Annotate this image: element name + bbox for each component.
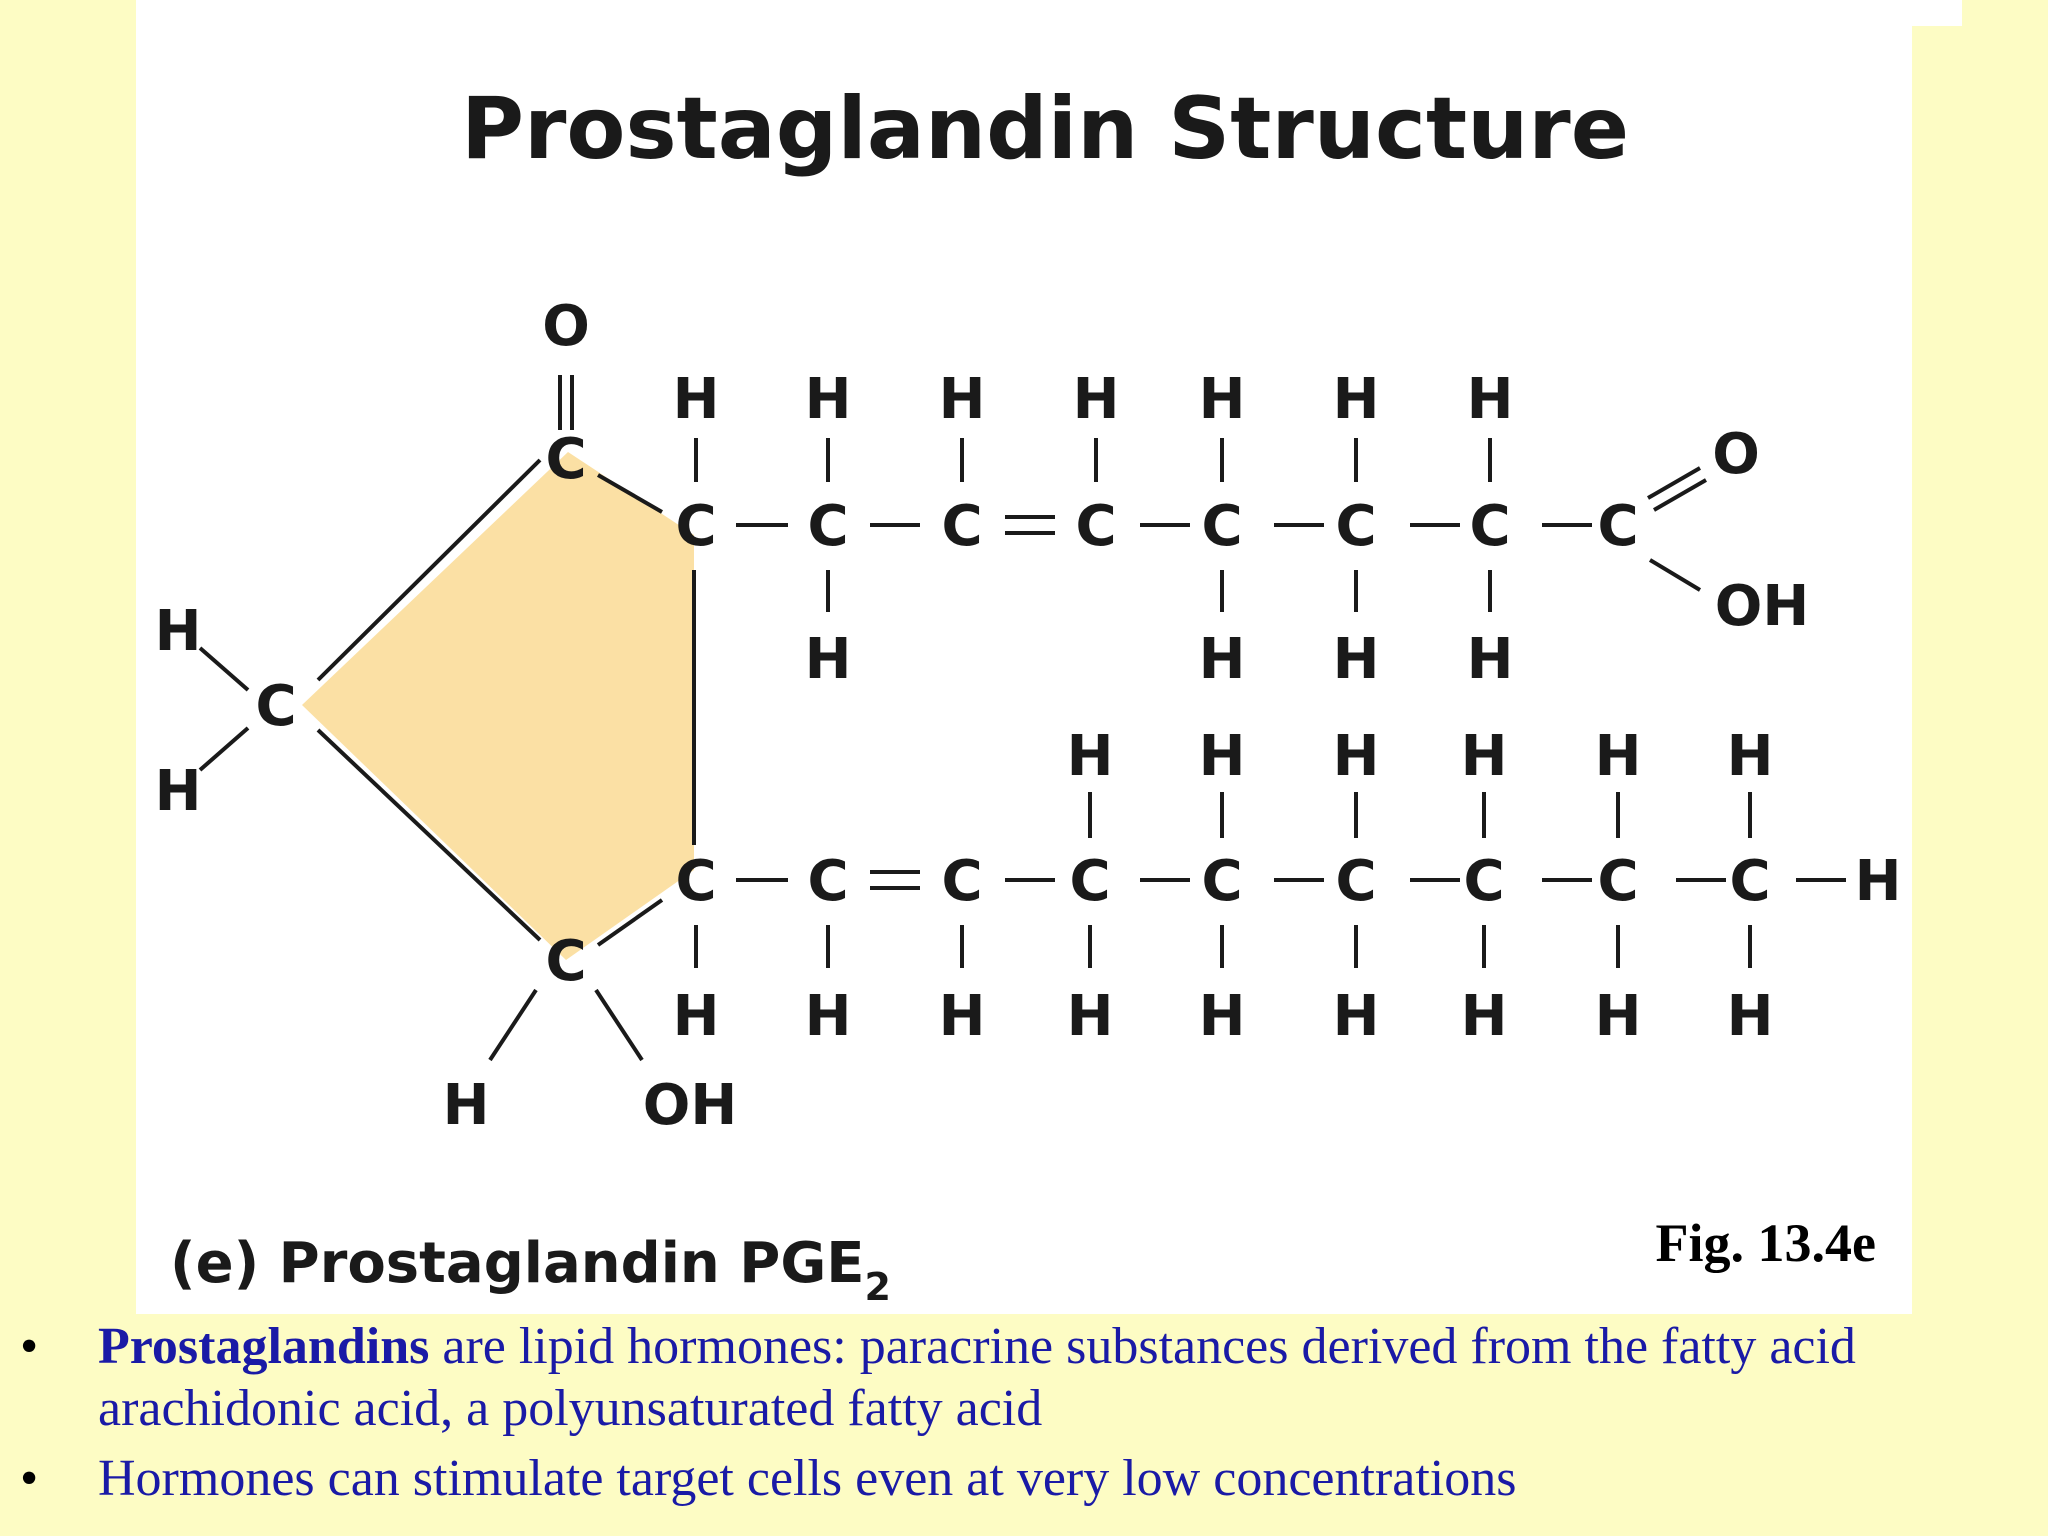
upper-c-5: C	[1201, 494, 1242, 559]
figure-caption-subscript: 2	[865, 1265, 891, 1309]
lower-h-bottom-8: H	[1595, 984, 1642, 1049]
ring-ch2-hydrogen-bottom: H	[155, 759, 202, 824]
bullet-text: are lipid hormones: paracrine substances…	[98, 1318, 1856, 1437]
bullet-bold-term: Prostaglandins	[98, 1318, 430, 1375]
ring-fill	[302, 452, 694, 960]
top-strip	[136, 0, 1962, 26]
upper-h-top-3: H	[939, 367, 986, 432]
lower-h-bottom-4: H	[1067, 984, 1114, 1049]
upper-h-top-6: H	[1333, 367, 1380, 432]
bullet-marker: •	[20, 1318, 39, 1375]
lower-c-2: C	[807, 849, 848, 914]
ring-carbonyl-carbon: C	[545, 427, 586, 492]
upper-c-4: C	[1075, 494, 1116, 559]
bullet-item-prostaglandins: • Prostaglandins are lipid hormones: par…	[0, 1316, 1978, 1440]
lower-h-bottom-6: H	[1333, 984, 1380, 1049]
upper-h-bottom-7: H	[1467, 627, 1514, 692]
upper-h-top-7: H	[1467, 367, 1514, 432]
lower-c-3: C	[941, 849, 982, 914]
upper-h-top-1: H	[673, 367, 720, 432]
lower-c-9: C	[1729, 849, 1770, 914]
carboxyl-oxygen: O	[1712, 422, 1760, 487]
lower-h-bottom-5: H	[1199, 984, 1246, 1049]
ring-bonds	[198, 375, 1846, 1062]
lower-h-top-8: H	[1595, 724, 1642, 789]
figure-caption: (e) Prostaglandin PGE2	[170, 1231, 891, 1309]
lower-c-7: C	[1463, 849, 1504, 914]
upper-h-bottom-2: H	[805, 627, 852, 692]
upper-h-top-5: H	[1199, 367, 1246, 432]
ring-ch2-hydrogen-top: H	[155, 599, 202, 664]
upper-c-2: C	[807, 494, 848, 559]
lower-c-1: C	[675, 849, 716, 914]
ring-carbon-lower: C	[545, 929, 586, 994]
bullet-text: Hormones can stimulate target cells even…	[98, 1450, 1517, 1507]
lower-c-8: C	[1597, 849, 1638, 914]
lower-h-top-6: H	[1333, 724, 1380, 789]
upper-c-6: C	[1335, 494, 1376, 559]
lower-h-bottom-1: H	[673, 984, 720, 1049]
carboxyl-hydroxyl: OH	[1715, 574, 1809, 639]
lower-h-bottom-2: H	[805, 984, 852, 1049]
figure-caption-main: (e) Prostaglandin PGE	[170, 1231, 865, 1296]
figure-label: Fig. 13.4e	[1655, 1213, 1876, 1273]
ring-carbonyl-oxygen: O	[542, 294, 590, 359]
ring-lower-hydroxyl: OH	[643, 1073, 737, 1138]
upper-h-bottom-6: H	[1333, 627, 1380, 692]
lower-h-bottom-7: H	[1461, 984, 1508, 1049]
ring-ch2-carbon: C	[255, 674, 296, 739]
lower-terminal-hydrogen: H	[1855, 849, 1902, 914]
lower-h-top-4: H	[1067, 724, 1114, 789]
bullet-marker: •	[20, 1450, 39, 1507]
lower-h-top-5: H	[1199, 724, 1246, 789]
ring-lower-hydrogen: H	[443, 1073, 490, 1138]
lower-c-6: C	[1335, 849, 1376, 914]
lower-c-4: C	[1069, 849, 1110, 914]
upper-h-top-4: H	[1073, 367, 1120, 432]
bullet-item-hormones: • Hormones can stimulate target cells ev…	[0, 1448, 1978, 1510]
lower-h-bottom-9: H	[1727, 984, 1774, 1049]
upper-c-3: C	[941, 494, 982, 559]
diagram-title: Prostaglandin Structure	[461, 79, 1629, 179]
upper-c-1: C	[675, 494, 716, 559]
upper-c-7: C	[1469, 494, 1510, 559]
upper-h-top-2: H	[805, 367, 852, 432]
bullet-list: • Prostaglandins are lipid hormones: par…	[0, 1316, 2048, 1518]
lower-c-5: C	[1201, 849, 1242, 914]
carboxyl-carbon: C	[1597, 494, 1638, 559]
lower-h-top-7: H	[1461, 724, 1508, 789]
lower-h-bottom-3: H	[939, 984, 986, 1049]
lower-h-top-9: H	[1727, 724, 1774, 789]
upper-h-bottom-5: H	[1199, 627, 1246, 692]
